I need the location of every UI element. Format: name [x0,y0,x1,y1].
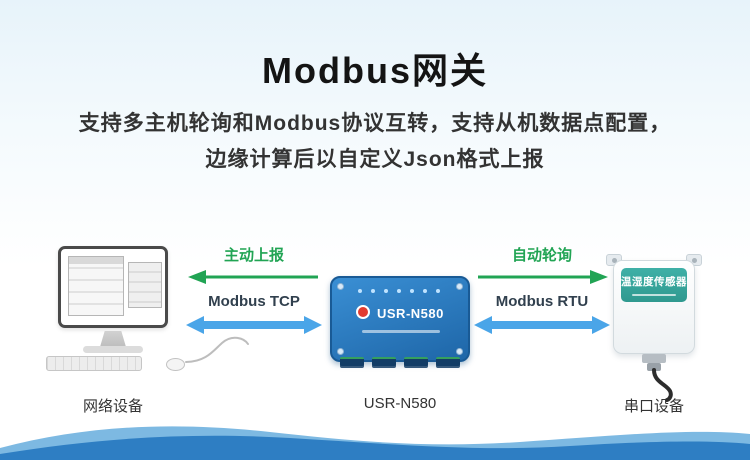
sensor-panel-text: 温湿度传感器 [621,276,687,288]
report-arrow-left-icon [188,270,318,284]
terminal-port [372,357,396,368]
cable-gland-nut [642,354,666,363]
screen-window-right [128,262,162,308]
right-link-group: 自动轮询 Modbus RTU [472,246,612,334]
terminal-port [340,357,364,368]
terminal-port [436,357,460,368]
gateway-ports [340,357,460,368]
modbus-tcp-double-arrow-icon [186,316,322,334]
network-device-caption: 网络设备 [82,398,143,415]
gateway-caption: USR-N580 [363,395,437,412]
poll-arrow-right-icon [478,270,608,284]
bottom-wave-decoration [0,426,750,460]
gateway-model-text: USR-N580 [377,306,444,321]
cable-gland-tip [647,363,661,371]
modbus-tcp-label: Modbus TCP [208,293,300,310]
poll-flow-label: 自动轮询 [511,247,572,264]
page-title: Modbus网关 [262,50,488,91]
subtitle-line-2: 边缘计算后以自定义Json格式上报 [205,148,545,171]
subtitle-line-1: 支持多主机轮询和Modbus协议互转，支持从机数据点配置， [78,112,672,135]
screw-icon [337,283,344,290]
serial-device-caption: 串口设备 [623,398,684,415]
monitor-screen [64,252,162,322]
screw-icon [337,348,344,355]
gateway-led-row [358,289,440,293]
sensor-label-panel: 温湿度传感器 [621,268,687,302]
gateway-body: USR-N580 [330,276,470,362]
screen-window-left [68,256,124,316]
serial-device-illustration: 温湿度传感器 [606,252,702,402]
modbus-rtu-label: Modbus RTU [495,293,589,310]
sensor-panel-subtext-line [631,294,677,296]
monitor-base [83,346,143,353]
mouse-illustration [166,358,185,371]
screw-icon [456,348,463,355]
gateway-device-illustration: USR-N580 [330,276,470,368]
report-flow-label: 主动上报 [223,247,284,264]
sensor-body: 温湿度传感器 [613,260,695,354]
modbus-rtu-double-arrow-icon [474,316,610,334]
keyboard-illustration [46,356,142,371]
terminal-port [404,357,428,368]
left-link-group: 主动上报 Modbus TCP [184,246,324,334]
monitor-illustration [58,246,168,328]
network-device-illustration [46,246,256,386]
screw-icon [456,283,463,290]
monitor-stand [100,331,126,347]
brand-logo-icon [356,305,370,319]
gateway-subtext-line [362,330,440,333]
